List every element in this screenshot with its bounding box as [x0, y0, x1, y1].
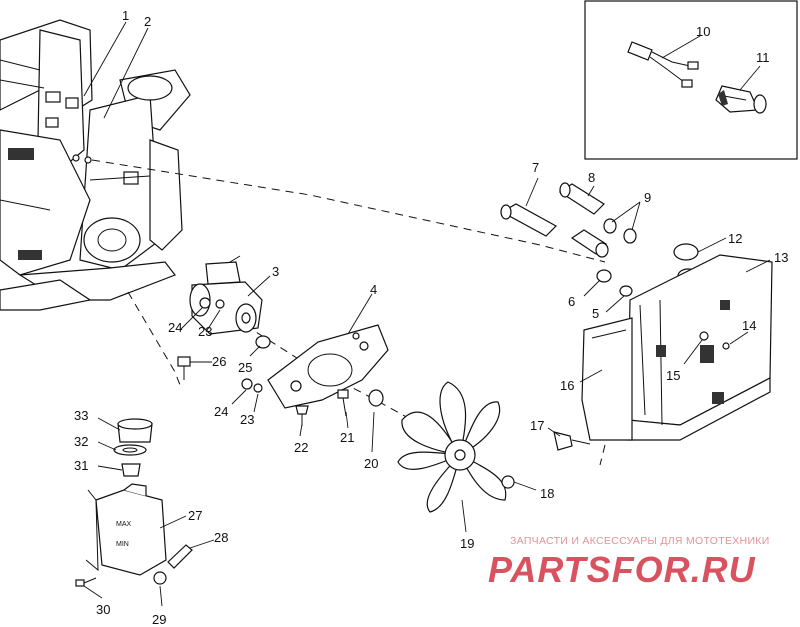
callout-33: 33: [74, 408, 88, 423]
part-24-nut: [199, 297, 211, 309]
part-32-gasket: [113, 444, 147, 456]
inset-box: [584, 0, 798, 160]
callout-numbers: 1 2 3 4 5 6 7 8 9 10 11 12 13 14 15 16 1…: [74, 8, 788, 627]
callout-22: 22: [294, 440, 308, 455]
part-4-fan-bracket: [267, 324, 389, 409]
callout-6: 6: [568, 294, 575, 309]
part-13-radiator: [627, 254, 773, 441]
callout-26: 26: [212, 354, 226, 369]
max-mark: MAX: [116, 521, 132, 528]
callout-11: 11: [756, 50, 770, 65]
callout-1: 1: [122, 8, 129, 23]
part-26-bolt: [177, 356, 191, 380]
callout-9: 9: [644, 190, 651, 205]
callout-28: 28: [214, 530, 228, 545]
callout-3: 3: [272, 264, 279, 279]
part-21-bolt: [337, 389, 349, 417]
part-10-wire-connector: [627, 41, 699, 88]
callout-24-lower: 24: [214, 404, 228, 419]
part-23-washer: [215, 299, 225, 309]
callout-23: 23: [198, 324, 212, 339]
callout-30: 30: [96, 602, 110, 617]
leader-lines: [83, 21, 771, 607]
part-31-insert: [121, 463, 141, 477]
callout-8: 8: [588, 170, 595, 185]
callout-13: 13: [774, 250, 788, 265]
callout-18: 18: [540, 486, 554, 501]
part-11-temperature-switch: [715, 85, 767, 114]
watermark-tagline: ЗАПЧАСТИ И АКСЕССУАРЫ ДЛЯ МОТОТЕХНИКИ: [510, 535, 770, 547]
callout-7: 7: [532, 160, 539, 175]
callout-24: 24: [168, 320, 182, 335]
part-6-hose: [596, 269, 612, 283]
callout-4: 4: [370, 282, 377, 297]
callout-20: 20: [364, 456, 378, 471]
callout-2: 2: [144, 14, 151, 29]
part-23-washer-lower: [253, 383, 263, 393]
part-27-coolant-reservoir: MAX MIN: [85, 483, 167, 576]
part-25-spacer: [255, 335, 271, 349]
part-5-hose: [619, 285, 633, 297]
callout-14: 14: [742, 318, 756, 333]
part-14-screw: [722, 342, 730, 350]
part-17-sensor: [553, 431, 591, 451]
part-29-clamp: [153, 571, 167, 585]
part-15-grommet: [699, 331, 709, 341]
callout-31: 31: [74, 458, 88, 473]
part-28-hose: [167, 544, 193, 569]
part-7-hose: [500, 203, 557, 237]
callout-32: 32: [74, 434, 88, 449]
part-19-fan-blade: [397, 381, 507, 513]
callout-19: 19: [460, 536, 474, 551]
callout-27: 27: [188, 508, 202, 523]
callout-25: 25: [238, 360, 252, 375]
callout-15: 15: [666, 368, 680, 383]
part-3-fan-motor: [189, 255, 263, 335]
callout-5: 5: [592, 306, 599, 321]
part-33-cap: [117, 418, 153, 443]
part-30-screw: [75, 577, 97, 587]
part-9-hose-clamps: [570, 218, 637, 258]
part-22-screw: [295, 405, 309, 426]
callout-23-lower: 23: [240, 412, 254, 427]
callout-21: 21: [340, 430, 354, 445]
callout-17: 17: [530, 418, 544, 433]
callout-16: 16: [560, 378, 574, 393]
part-16-shroud: [581, 317, 633, 441]
min-mark: MIN: [116, 541, 129, 548]
frame-assembly: [0, 19, 191, 311]
watermark: ЗАПЧАСТИ И АКСЕССУАРЫ ДЛЯ МОТОТЕХНИКИ PA…: [488, 535, 770, 590]
part-18-nut: [501, 475, 515, 489]
part-24-nut-lower: [241, 378, 253, 390]
watermark-brand: PARTSFOR.RU: [488, 549, 756, 590]
part-8-hose: [558, 182, 605, 215]
callout-12: 12: [728, 231, 742, 246]
callout-10: 10: [696, 24, 710, 39]
callout-29: 29: [152, 612, 166, 627]
part-20-bushing: [368, 389, 384, 407]
